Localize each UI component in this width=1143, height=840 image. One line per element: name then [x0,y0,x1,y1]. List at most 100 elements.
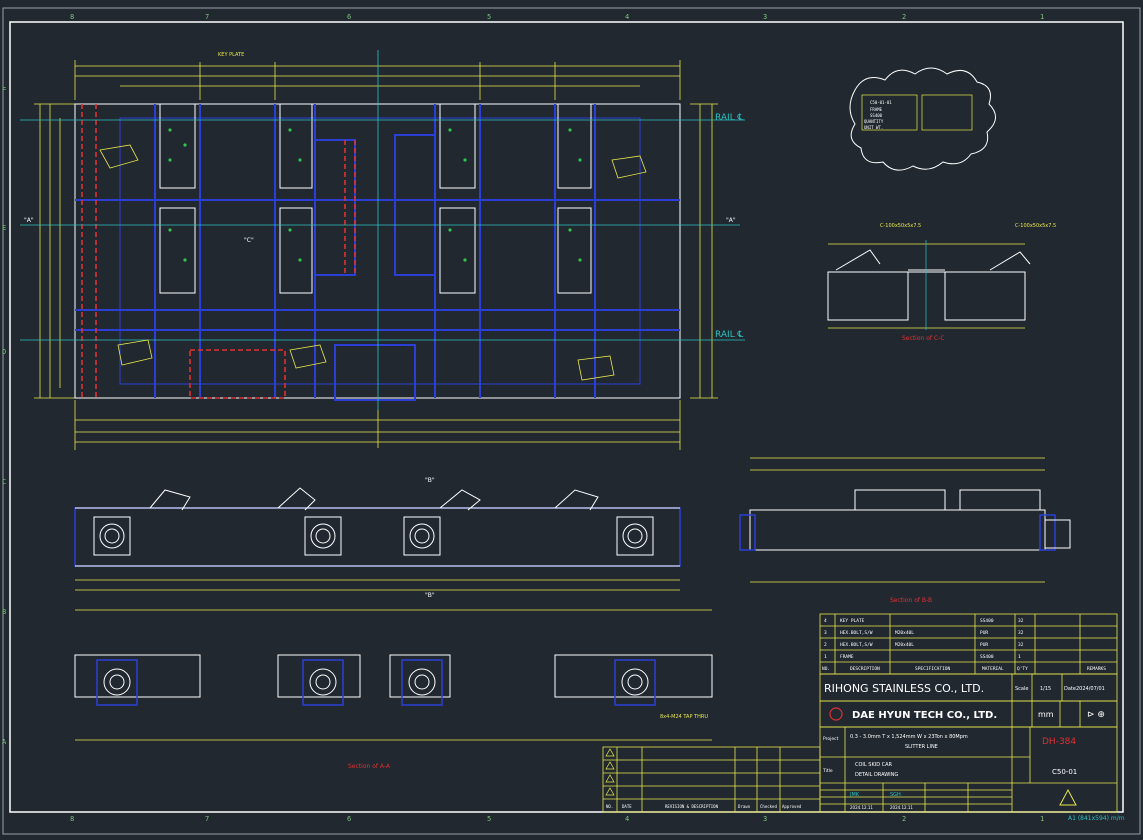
revision-triangle-icon [605,748,615,757]
plan-view[interactable]: RAIL ℄ RAIL ℄ "A" "A" "C" KEY PLATE [20,50,745,450]
revision-cloud-note: C50-01-01 FRAME SS400 QUANTITY UNIT WT. [849,67,996,171]
bearing-inner-ring [627,674,643,690]
grid-row-label: A [2,738,7,746]
section-b-b-title: Section of B-B [890,597,932,604]
grid-column-label: 4 [625,815,629,823]
bearing-inner-ring [627,528,643,544]
cloud-note-title: C50-01-01 [870,100,892,105]
drawing-number: C50-01 [1052,768,1077,776]
sheet-inner-border [9,21,1124,813]
project-label: Project [823,736,839,742]
bom-cell: 1 [1018,654,1021,660]
rail-label-top: RAIL ℄ [715,113,744,123]
tap-callout: 8x4-M24 TAP THRU [660,714,708,720]
bom-cell: M20x40L [895,630,914,636]
company-logo-icon [829,707,843,721]
bearing-outer-ring [409,523,435,549]
grid-column-label: 3 [763,815,767,823]
stud-marker [298,258,302,262]
bom-cell: 32 [1018,630,1024,636]
bearing-inner-ring [315,674,331,690]
bom-cell: M20x40L [895,642,914,648]
company-name-1: RIHONG STAINLESS CO., LTD. [824,682,984,695]
beam-section [277,654,361,698]
bom-cell: KEY PLATE [840,618,865,624]
section-b-b-view[interactable]: Section of B-B [739,457,1071,604]
section-a-a-title: Section of A-A [348,763,391,770]
revision-header-approved: Approved [782,804,802,809]
cloud-note-line-4: UNIT WT. [864,125,883,130]
stud-marker [448,128,452,132]
grid-column-label: 6 [347,13,351,21]
section-a-a-view[interactable]: Section of A-A 8x4-M24 TAP THRU [74,609,713,770]
sheet-size-label: A1 (841x594) m/m [1068,815,1125,822]
bearing-outer-ring [309,668,337,696]
bearing-block [304,516,342,556]
beam-section [554,654,713,698]
grid-column-label: 4 [625,13,629,21]
section-a-a-elevation[interactable]: "B" "B" [74,477,681,599]
bearing-block [93,516,131,556]
section-c-c-title: Section of C-C [902,335,944,342]
stud-marker [463,158,467,162]
grid-column-label: 7 [205,815,209,823]
bom-cell: 32 [1018,642,1024,648]
signature-drawn: JMK [849,792,860,798]
section-c-c-view[interactable]: Section of C-C C-100x50x5x7.5 C-100x50x5… [827,223,1056,342]
grid-row-label: F [2,86,6,94]
signature-date-1: 2024.12.11 [850,805,873,810]
bearing-housing [614,659,656,706]
project-number: DH-384 [1042,737,1076,747]
bearing-outer-ring [99,523,125,549]
date-value: 2024/07/01 [1076,686,1105,692]
bearing-housing [401,659,443,706]
bearing-outer-ring [310,523,336,549]
bom-header-material: MATERIAL [982,666,1004,672]
section-mark-a-left: "A" [24,217,34,224]
grid-column-label: 1 [1040,13,1044,21]
grid-column-label: 8 [70,815,74,823]
grid-column-label: 1 [1040,815,1044,823]
section-mark-b-bottom: "B" [425,592,435,599]
bom-cell: SS400 [980,618,994,624]
unit-label: mm [1038,710,1054,719]
channel-callout-2: C-100x50x5x7.5 [1015,223,1056,229]
revision-header-description: REVISION & DESCRIPTION [665,804,719,809]
stud-marker [288,128,292,132]
bom-header-spec: SPECIFICATION [915,666,951,672]
grid-column-label: 5 [487,815,491,823]
bom-header-desc: DESCRIPTION [850,666,880,672]
project-line-1: 0.3 - 3.0mm T x 1,524mm W x 23Ton x 80Mp… [850,734,968,740]
bearing-inner-ring [315,528,331,544]
signature-checked: SGH [890,792,901,798]
stud-marker [298,158,302,162]
stud-marker [578,158,582,162]
revision-triangle-icon [605,774,615,783]
bom-cell: 2 [824,642,827,648]
bearing-inner-ring [109,674,125,690]
bom-header-qty: Q'TY [1017,666,1028,672]
grid-row-label: D [2,348,6,356]
bearing-outer-ring [621,668,649,696]
bom-cell: PUR [980,642,988,648]
revision-header-date: DATE [622,804,632,809]
revision-triangle-icon [1059,788,1077,806]
grid-row-label: C [2,478,6,486]
grid-column-label: 7 [205,13,209,21]
revision-header-no: NO. [606,804,613,809]
scale-label: Scale [1015,686,1028,692]
grid-column-label: 5 [487,13,491,21]
bom-cell: 1 [824,654,827,660]
revision-header-checked: Checked [760,804,777,809]
rail-label-bottom: RAIL ℄ [715,330,744,340]
stud-marker [288,228,292,232]
bom-cell: 3 [824,630,827,636]
stud-marker [448,228,452,232]
revision-header-drawn: Drawn [738,804,751,809]
bearing-block [403,516,441,556]
title-line-2: DETAIL DRAWING [855,772,898,778]
